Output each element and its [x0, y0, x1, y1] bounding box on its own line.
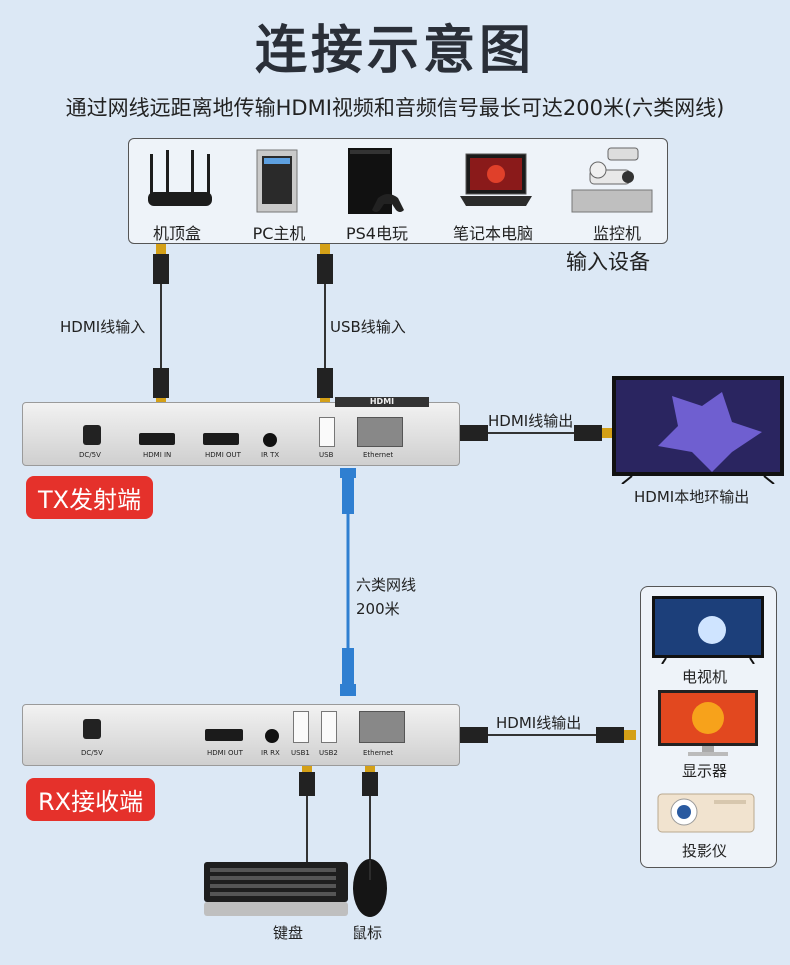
pc-tower-icon: [256, 149, 298, 213]
tx-port-hdmi-out: HDMI OUT: [205, 451, 241, 459]
tx-usb-in-label: USB线输入: [330, 318, 406, 336]
rx-unit: DC/5V HDMI OUT IR RX USB1 USB2 Ethernet: [22, 704, 460, 766]
tx-badge: TX发射端: [26, 476, 154, 519]
tx-hdmi-in-label: HDMI线输入: [60, 318, 146, 336]
hdmi-out-port-icon: [203, 433, 239, 445]
output-label-tv: 电视机: [682, 668, 728, 686]
ethernet-port-icon: [357, 417, 403, 447]
laptop-icon: [460, 153, 532, 206]
tx-port-dc: DC/5V: [79, 451, 101, 459]
device-label-ps4: PS4电玩: [346, 224, 408, 243]
cable-type-label: 六类网线: [356, 576, 417, 594]
device-label-laptop: 笔记本电脑: [452, 224, 533, 243]
cctv-recorder-icon: [571, 147, 653, 213]
keyboard-icon: [204, 862, 348, 916]
usb-port-icon: [319, 417, 335, 447]
tx-port-ir: IR TX: [261, 451, 280, 459]
rx-ethernet-port-icon: [359, 711, 405, 743]
tx-brand-strip: HDMI: [335, 397, 429, 407]
mouse-icon: [353, 859, 387, 917]
rx-ir-port-icon: [265, 729, 279, 743]
tx-hdmi-out-label: HDMI线输出: [488, 412, 574, 430]
rx-port-usb2: USB2: [319, 749, 338, 757]
tx-port-usb: USB: [319, 451, 334, 459]
rx-port-dc: DC/5V: [81, 749, 103, 757]
projector-icon: [657, 793, 755, 833]
rx-usb2-port-icon: [321, 711, 337, 743]
device-label-stb: 机顶盒: [152, 224, 201, 243]
rx-port-hdmi-out: HDMI OUT: [207, 749, 243, 757]
tx-loop-label: HDMI本地环输出: [634, 488, 750, 506]
rx-hdmi-out-label: HDMI线输出: [496, 714, 582, 732]
rx-usb1-port-icon: [293, 711, 309, 743]
peripheral-label-mouse: 鼠标: [352, 924, 383, 942]
rx-port-usb1: USB1: [291, 749, 310, 757]
output-label-monitor: 显示器: [682, 762, 728, 780]
page-subtitle: 通过网线远距离地传输HDMI视频和音频信号最长可达200米(六类网线): [65, 96, 725, 120]
ir-port-icon: [263, 433, 277, 447]
monitor-icon: [658, 690, 758, 756]
rx-badge: RX接收端: [26, 778, 156, 821]
rx-port-ir: IR RX: [261, 749, 280, 757]
dc-port-icon: [83, 425, 101, 445]
output-label-projector: 投影仪: [682, 842, 728, 860]
rx-dc-port-icon: [83, 719, 101, 739]
hdmi-in-port-icon: [139, 433, 175, 445]
input-devices-caption: 输入设备: [566, 250, 650, 274]
device-label-pc: PC主机: [252, 224, 306, 243]
peripheral-label-keyboard: 键盘: [273, 924, 304, 942]
rx-hdmi-out-port-icon: [205, 729, 243, 741]
tx-port-ethernet: Ethernet: [363, 451, 394, 459]
cable-length-label: 200米: [356, 600, 400, 618]
rx-port-ethernet: Ethernet: [363, 749, 394, 757]
tx-port-hdmi-in: HDMI IN: [143, 451, 172, 459]
tx-unit: HDMI DC/5V HDMI IN HDMI OUT IR TX USB Et…: [22, 397, 460, 466]
console-icon: [348, 148, 404, 214]
router-icon: [148, 150, 212, 206]
device-label-cctv: 监控机: [592, 224, 641, 243]
tv-loop-icon: [612, 376, 784, 484]
page-title: 连接示意图: [254, 21, 535, 81]
tv-icon: [652, 596, 764, 664]
